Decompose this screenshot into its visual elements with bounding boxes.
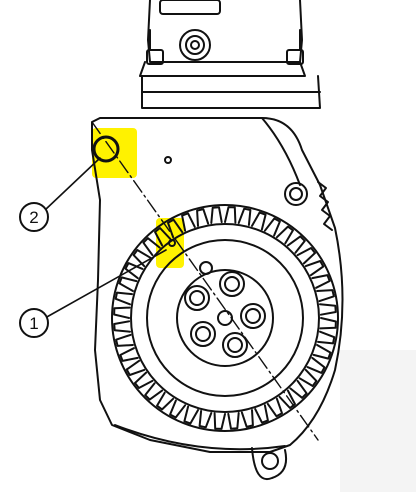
leader-line-2 (44, 157, 101, 211)
gear-tooth (118, 276, 138, 292)
gear-tooth (181, 212, 196, 232)
gear-tooth (306, 356, 326, 374)
gear-tooth (227, 412, 240, 430)
gear-tooth (132, 249, 152, 268)
gear-tooth (278, 389, 296, 409)
mounting-hole-2 (92, 135, 120, 163)
plate-lower-edge (114, 424, 286, 451)
gear-tooth (144, 382, 164, 401)
background-panel (340, 350, 416, 492)
gear-tooth (113, 306, 131, 319)
gear-tooth (115, 333, 134, 347)
plate-edge (261, 117, 301, 186)
gear-tooth (286, 235, 306, 254)
gear-tooth (266, 397, 283, 418)
gear-tooth (119, 347, 139, 362)
top-bolt (179, 29, 211, 61)
gear-tooth (113, 320, 131, 333)
ring-gear-inner (130, 223, 320, 413)
solenoid-housing (139, 0, 321, 109)
ring-gear-outer (111, 204, 339, 432)
gear-tooth (254, 404, 269, 424)
pin-1 (168, 239, 176, 247)
callout-circle-2 (19, 202, 49, 232)
gear-tooth (316, 289, 335, 303)
gear-tooth (312, 344, 332, 360)
leader-line-1 (44, 249, 167, 319)
gear-tooth (319, 303, 337, 316)
callout-circle-1 (19, 308, 49, 338)
gear-tooth (196, 208, 210, 227)
bottom-lug (251, 447, 288, 481)
gear-tooth (317, 330, 336, 345)
gear-tooth (183, 405, 199, 425)
alignment-centerline (91, 121, 319, 441)
gear-tooth (251, 211, 267, 231)
gear-tooth (289, 379, 308, 399)
gear-tooth (319, 317, 337, 330)
gear-tooth (124, 262, 144, 280)
gear-tooth (213, 412, 226, 430)
callout-label-2: 2 (29, 208, 38, 227)
gear-tooth (114, 291, 133, 306)
mounting-plate (91, 117, 344, 453)
gear-tooth (263, 217, 281, 237)
small-dot (164, 156, 172, 164)
upper-right-boss (284, 182, 308, 206)
gear-tooth (167, 218, 184, 239)
gear-tooth (156, 391, 175, 411)
gear-tooth (198, 410, 213, 429)
gear-tooth (210, 206, 223, 224)
ring-gear-teeth (113, 206, 337, 430)
gear-tooth (125, 359, 146, 376)
hub-center (176, 269, 274, 367)
callout-label-1: 1 (29, 314, 38, 333)
hub-holes (184, 271, 266, 358)
gear-tooth (154, 227, 172, 247)
gear-tooth (311, 274, 331, 289)
gear-tooth (304, 260, 325, 277)
gear-tooth (169, 399, 187, 419)
gear-tooth (240, 409, 254, 428)
gear-tooth (134, 371, 154, 389)
gear-tooth (296, 247, 316, 265)
gear-tooth (275, 225, 294, 245)
gear-tooth (237, 207, 252, 226)
gear-tooth (298, 368, 318, 387)
hub-ring (146, 239, 304, 397)
hub-small-hole (199, 261, 213, 275)
gear-tooth (142, 237, 161, 257)
rim-serration (317, 181, 333, 231)
gear-tooth (224, 206, 237, 224)
